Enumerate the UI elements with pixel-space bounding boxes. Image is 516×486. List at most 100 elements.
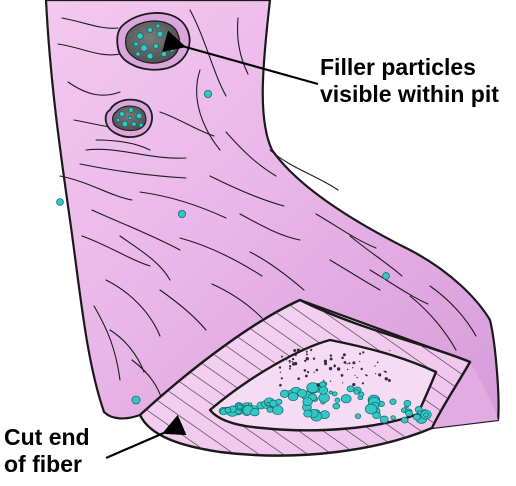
speckle-dot	[295, 354, 297, 356]
filler-label-line2: visible within pit	[320, 81, 499, 108]
speckle-dot	[330, 358, 333, 361]
filler-particle	[225, 408, 231, 413]
filler-particle	[391, 416, 396, 420]
speckle-dot	[306, 357, 309, 360]
filler-particle	[329, 391, 333, 394]
filler-particle	[303, 398, 313, 406]
filler-particle	[341, 395, 351, 403]
speckle-dot	[292, 358, 294, 360]
filler-particle	[319, 387, 328, 395]
cut-end-label: Cut end of fiber	[4, 424, 90, 478]
filler-particle	[319, 393, 330, 402]
speckle-dot	[389, 350, 390, 351]
filler-particle	[332, 392, 337, 396]
speckle-dot	[361, 368, 363, 370]
speckle-dot	[348, 362, 350, 364]
speckle-dot	[377, 362, 379, 364]
speckle-dot	[306, 353, 308, 355]
speckle-dot	[356, 377, 357, 378]
speckle-dot	[304, 369, 307, 372]
speckle-dot	[337, 367, 340, 370]
speckle-dot	[289, 360, 291, 362]
speckle-dot	[297, 349, 300, 352]
speckle-dot	[333, 365, 336, 368]
filler-label-line1: Filler particles	[320, 54, 499, 81]
speckle-dot	[362, 351, 364, 353]
filler-particle	[347, 386, 354, 392]
filler-particle	[365, 404, 377, 414]
speckle-dot	[281, 356, 283, 358]
speckle-dot	[285, 358, 287, 360]
cut-end-label-line2: of fiber	[4, 451, 90, 478]
filler-particle	[401, 417, 408, 423]
speckle-dot	[281, 377, 283, 379]
speckle-dot	[304, 360, 306, 362]
filler-particle	[280, 390, 289, 397]
speckle-dot	[289, 362, 290, 363]
speckle-dot	[307, 371, 309, 373]
filler-particle	[288, 393, 298, 401]
speckle-dot	[343, 353, 346, 356]
filler-particle	[250, 409, 259, 416]
speckle-dot	[375, 373, 376, 374]
pit-upper	[117, 13, 189, 70]
speckle-dot	[313, 358, 315, 360]
speckle-dot	[294, 362, 297, 365]
speckle-dot	[306, 351, 308, 353]
filler-particle	[335, 398, 340, 402]
speckle-dot	[316, 369, 319, 372]
filler-particle	[406, 410, 413, 416]
speckle-dot	[352, 383, 355, 386]
speckle-dot	[354, 375, 355, 376]
filler-particle	[355, 414, 361, 419]
speckle-dot	[323, 380, 324, 381]
speckle-dot	[297, 377, 300, 380]
speckle-dot	[359, 353, 361, 355]
speckle-dot	[330, 354, 332, 356]
speckle-dot	[346, 363, 347, 364]
filler-particle	[354, 390, 359, 395]
speckle-dot	[317, 384, 320, 387]
speckle-dot	[341, 357, 344, 360]
speckle-dot	[385, 377, 388, 380]
filler-particle	[404, 400, 411, 406]
filler-particle	[359, 392, 364, 396]
speckle-dot	[365, 374, 367, 376]
filler-particle	[267, 407, 273, 412]
cut-end-label-line1: Cut end	[4, 424, 90, 451]
filler-particle	[276, 399, 282, 404]
speckle-dot	[293, 349, 296, 352]
speckle-dot	[344, 361, 347, 364]
filler-particle	[237, 405, 242, 409]
speckle-dot	[324, 362, 327, 365]
speckle-dot	[352, 367, 353, 368]
speckle-dot	[384, 371, 386, 373]
filler-particle	[390, 399, 396, 405]
speckle-dot	[388, 379, 391, 382]
speckle-dot	[280, 372, 281, 373]
filler-particle	[298, 390, 307, 398]
speckle-dot	[310, 349, 312, 351]
filler-particle	[418, 411, 422, 414]
filler-particle	[266, 403, 270, 406]
speckle-dot	[374, 365, 375, 366]
speckle-dot	[330, 381, 331, 382]
filler-particle	[304, 410, 312, 417]
filler-particle	[424, 413, 429, 417]
speckle-dot	[313, 372, 314, 373]
speckle-dot	[279, 384, 282, 387]
speckle-dot	[289, 365, 291, 367]
speckle-dot	[362, 382, 364, 384]
speckle-dot	[359, 361, 360, 362]
speckle-dot	[342, 382, 343, 383]
speckle-dot	[329, 367, 332, 370]
speckle-dot	[378, 373, 381, 376]
speckle-dot	[292, 361, 293, 362]
speckle-dot	[341, 374, 344, 377]
speckle-dot	[305, 375, 308, 378]
filler-particle	[380, 416, 388, 423]
filler-particles-label: Filler particles visible within pit	[320, 54, 499, 108]
pit-lower	[106, 100, 152, 137]
filler-particle	[413, 414, 420, 420]
